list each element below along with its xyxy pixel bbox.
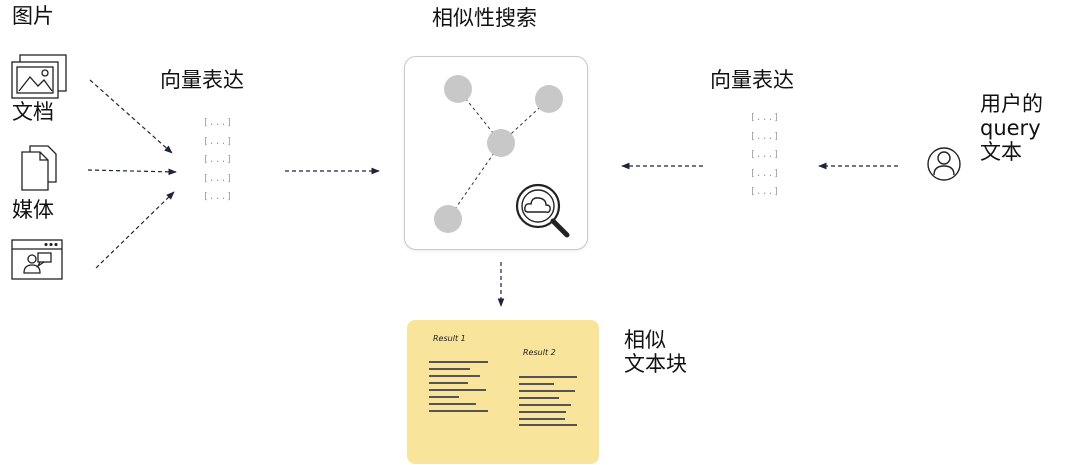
result-1-lines	[429, 361, 488, 412]
graph-node	[535, 85, 563, 113]
user-icon	[927, 147, 961, 181]
vector-row: [...]	[203, 136, 233, 147]
media-icon	[11, 239, 63, 280]
source-label-document: 文档	[12, 100, 54, 124]
graph-node	[487, 129, 515, 157]
arrows-sources-to-vector	[87, 79, 177, 269]
vector-row: [...]	[203, 155, 233, 166]
diagram-title: 相似性搜索	[432, 6, 537, 30]
vector-row: [...]	[750, 187, 780, 198]
document-icon	[21, 145, 57, 191]
vector-row: [...]	[203, 173, 233, 184]
vector-row: [...]	[750, 113, 780, 123]
vector-row: [...]	[750, 168, 780, 179]
graph-node	[434, 205, 462, 233]
user-label-line: 用户的	[980, 92, 1043, 116]
user-query-label: 用户的 query 文本	[980, 92, 1043, 164]
vector-label-right: 向量表达	[710, 68, 794, 92]
cloud-search-icon	[515, 183, 570, 238]
result-2-title: Result 2	[523, 348, 556, 357]
vector-row: [...]	[203, 192, 233, 203]
similar-label-line: 相似	[624, 328, 666, 352]
result-1-title: Result 1	[433, 334, 466, 343]
similar-chunks-label: 相似 文本块	[624, 328, 687, 376]
graph-node	[444, 75, 472, 103]
vector-label-left: 向量表达	[160, 68, 244, 92]
user-label-line: query	[980, 116, 1041, 141]
source-label-image: 图片	[12, 4, 54, 28]
result-card: Result 1 Result 2	[407, 320, 599, 464]
vector-row: [...]	[203, 118, 233, 128]
vector-column-left: [...] [...] [...] [...] [...]	[203, 114, 233, 207]
vector-row: [...]	[750, 131, 780, 142]
vector-row: [...]	[750, 150, 780, 161]
result-2-lines	[519, 376, 577, 426]
vector-graph	[434, 75, 563, 233]
image-icon	[11, 54, 67, 99]
user-label-line: 文本	[980, 140, 1022, 165]
vector-column-right: [...] [...] [...] [...] [...]	[750, 109, 780, 202]
similar-label-line: 文本块	[624, 352, 687, 377]
source-label-media: 媒体	[12, 198, 54, 222]
